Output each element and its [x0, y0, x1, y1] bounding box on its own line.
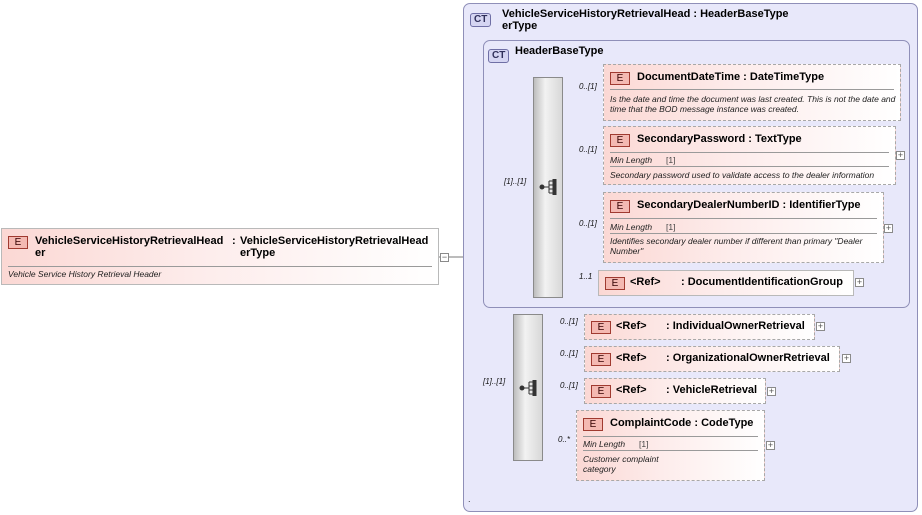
element-secondary-dealer-number-id[interactable]: E SecondaryDealerNumberID : IdentifierTy…	[603, 192, 884, 263]
ref-tag: <Ref>	[616, 352, 647, 364]
element-name: SecondaryDealerNumberID : IdentifierType	[637, 199, 861, 211]
element-separator	[583, 436, 758, 437]
facet-label: Min Length	[610, 155, 653, 165]
cardinality-label: [1]..[1]	[504, 177, 527, 186]
element-separator	[610, 218, 877, 219]
facet-label: Min Length	[610, 222, 653, 232]
ref-document-identification-group[interactable]: E <Ref> : DocumentIdentificationGroup	[598, 270, 854, 296]
cardinality-label: 0..[1]	[560, 317, 578, 326]
element-doc: Secondary password used to validate acce…	[610, 170, 875, 180]
facet-value: [1]	[666, 155, 676, 165]
cardinality-label: 0..*	[558, 435, 571, 444]
ref-tag: <Ref>	[616, 384, 647, 396]
element-badge: E	[591, 321, 611, 334]
ref-name: : DocumentIdentificationGroup	[681, 276, 843, 288]
cardinality-label: 0..[1]	[579, 219, 597, 228]
cardinality-label: 0..[1]	[560, 349, 578, 358]
cardinality-label: 1..1	[579, 272, 593, 281]
element-separator	[610, 233, 877, 234]
ref-name: : IndividualOwnerRetrieval	[666, 320, 805, 332]
root-element-type: VehicleServiceHistoryRetrievalHead erTyp…	[240, 235, 429, 259]
element-separator	[610, 166, 889, 167]
element-separator	[583, 450, 758, 451]
cardinality-label: 0..[1]	[579, 82, 597, 91]
ref-individual-owner-retrieval[interactable]: E <Ref> : IndividualOwnerRetrieval	[584, 314, 815, 340]
element-badge: E	[610, 134, 630, 147]
cardinality-label: 0..[1]	[579, 145, 597, 154]
complex-type-badge: CT	[470, 9, 492, 27]
complex-type-title: VehicleServiceHistoryRetrievalHead : Hea…	[502, 8, 789, 32]
element-complaint-code[interactable]: E ComplaintCode : CodeType Min Length [1…	[576, 410, 765, 481]
element-name: DocumentDateTime : DateTimeType	[637, 71, 825, 83]
collapse-icon[interactable]: −	[440, 252, 449, 262]
element-separator	[610, 89, 894, 90]
element-name: SecondaryPassword : TextType	[637, 133, 802, 145]
expand-icon[interactable]: +	[896, 150, 905, 160]
element-separator	[610, 152, 889, 153]
root-element[interactable]: E VehicleServiceHistoryRetrievalHead er …	[1, 228, 439, 285]
root-separator	[8, 266, 432, 267]
element-badge: E	[583, 418, 603, 431]
cardinality-label: [1]..[1]	[483, 377, 506, 386]
ref-tag: <Ref>	[616, 320, 647, 332]
expand-icon[interactable]: +	[842, 353, 851, 363]
root-colon: :	[232, 235, 236, 247]
expand-icon[interactable]: +	[855, 277, 864, 287]
element-badge: E	[8, 236, 28, 249]
ref-vehicle-retrieval[interactable]: E <Ref> : VehicleRetrieval	[584, 378, 766, 404]
element-badge: E	[591, 385, 611, 398]
facet-value: [1]	[666, 222, 676, 232]
element-badge: E	[605, 277, 625, 290]
sequence-icon	[519, 380, 537, 396]
sequence-icon	[539, 179, 557, 195]
facet-label: Min Length	[583, 439, 626, 449]
element-badge: E	[610, 72, 630, 85]
ref-name: : VehicleRetrieval	[666, 384, 758, 396]
base-type-badge: CT	[488, 45, 510, 63]
ref-tag: <Ref>	[630, 276, 661, 288]
cardinality-label: 0..[1]	[560, 381, 578, 390]
element-secondary-password[interactable]: E SecondaryPassword : TextType Min Lengt…	[603, 126, 896, 185]
expand-icon[interactable]: +	[816, 321, 825, 331]
root-element-name: VehicleServiceHistoryRetrievalHead er	[35, 235, 224, 259]
element-doc: Customer complaint category	[583, 454, 659, 474]
element-badge: E	[610, 200, 630, 213]
ref-name: : OrganizationalOwnerRetrieval	[666, 352, 830, 364]
element-badge: E	[591, 353, 611, 366]
expand-icon[interactable]: +	[766, 440, 775, 450]
base-type-title: HeaderBaseType	[515, 45, 604, 57]
expand-icon[interactable]: +	[884, 223, 893, 233]
element-doc: Identifies secondary dealer number if di…	[610, 236, 863, 256]
ref-organizational-owner-retrieval[interactable]: E <Ref> : OrganizationalOwnerRetrieval	[584, 346, 840, 372]
facet-value: [1]	[639, 439, 649, 449]
expand-icon[interactable]: +	[767, 386, 776, 396]
element-document-date-time[interactable]: E DocumentDateTime : DateTimeType Is the…	[603, 64, 901, 121]
element-name: ComplaintCode : CodeType	[610, 417, 754, 429]
element-doc: Is the date and time the document was la…	[610, 94, 896, 114]
footer-mark: .	[468, 494, 471, 504]
root-doc: Vehicle Service History Retrieval Header	[8, 269, 162, 279]
